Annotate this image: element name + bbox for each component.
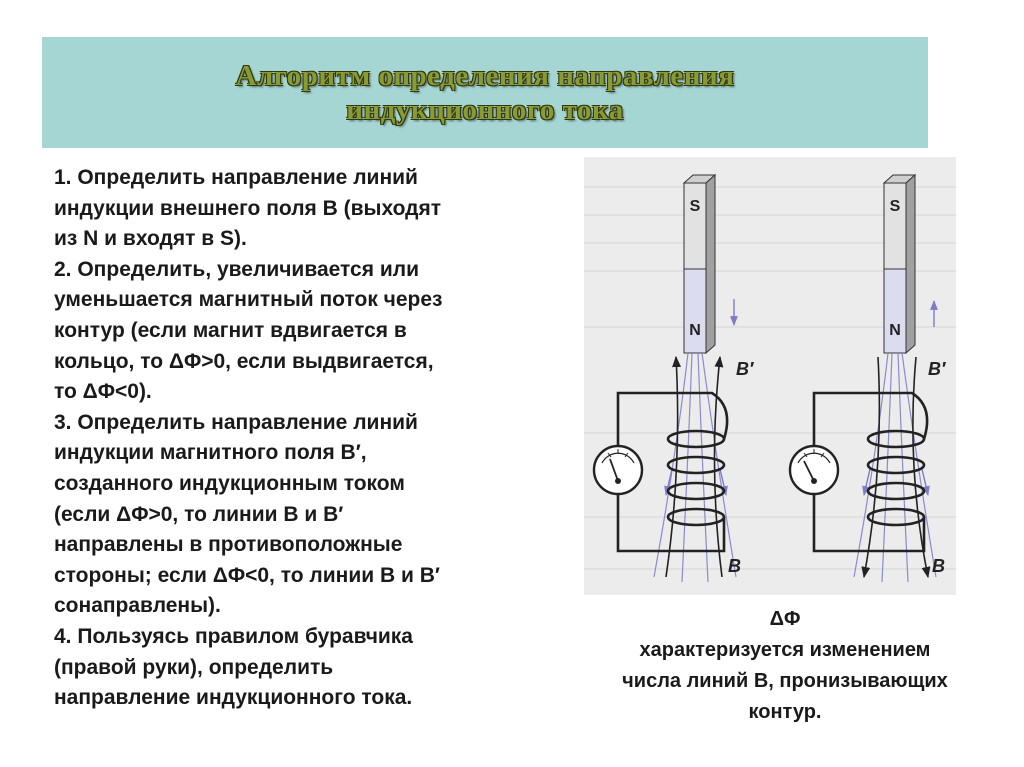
step-line: из N и входят в S). <box>54 227 247 251</box>
left-diagram: S N <box>592 173 754 583</box>
step-line: индукции внешнего поля B (выходят <box>54 196 442 220</box>
step-line: 1. Определить направление линий <box>54 166 418 189</box>
step-line: кольцо, то ΔΦ>0, если выдвигается, <box>54 349 434 373</box>
step-line: направление индукционного тока. <box>54 686 413 710</box>
left-label-b-prime: B′ <box>736 359 754 379</box>
title-line-2: индукционного тока <box>346 93 624 126</box>
right-label-b: B <box>932 556 945 576</box>
left-galvanometer <box>592 444 644 496</box>
induction-figure-svg: S N <box>584 173 956 583</box>
step-line: уменьшается магнитный поток через <box>54 288 443 312</box>
right-galvanometer <box>788 444 840 496</box>
right-diagram: S N <box>788 173 946 583</box>
step-line: 3. Определить направление линий <box>54 410 418 434</box>
step-line: то ΔΦ<0). <box>54 380 152 404</box>
right-label-b-prime: B′ <box>928 359 946 379</box>
step-line: индукции магнитного поля B′, <box>54 441 367 465</box>
step-line: 4. Пользуясь правилом буравчика <box>54 624 413 648</box>
caption-line: характеризуется изменением <box>639 639 931 661</box>
caption-line: контур. <box>748 701 822 723</box>
step-line: контур (если магнит вдвигается в <box>54 318 407 342</box>
right-pole-n: N <box>889 322 901 339</box>
background-texture <box>584 186 956 570</box>
algorithm-steps: 1. Определить направление линий индукции… <box>54 163 574 714</box>
caption-line: ΔΦ <box>769 608 801 630</box>
right-pole-s: S <box>890 198 901 215</box>
step-line: (если ΔΦ>0, то линии B и B′ <box>54 502 344 526</box>
right-magnet <box>882 173 917 355</box>
title-banner: Алгоритм определения направления индукци… <box>42 37 928 148</box>
left-magnet <box>682 173 717 355</box>
step-line: направлены в противоположные <box>54 533 403 557</box>
step-line: 2. Определить, увеличивается или <box>54 257 419 281</box>
caption-line: числа линий B, пронизывающих <box>622 670 948 692</box>
step-line: стороны; если ΔΦ<0, то линии B и B′ <box>54 563 440 587</box>
right-coil <box>812 391 929 553</box>
figure-caption: ΔΦ характеризуется изменением числа лини… <box>560 604 1010 728</box>
left-label-b: B <box>728 556 741 576</box>
induction-figure: S N <box>584 157 956 595</box>
step-line: созданного индукционным током <box>54 471 405 495</box>
step-line: (правой руки), определить <box>54 655 334 679</box>
right-field-arrows <box>862 300 938 496</box>
title-line-1: Алгоритм определения направления <box>235 59 735 92</box>
left-coil <box>616 391 729 553</box>
left-induced-lines <box>665 355 724 578</box>
left-pole-s: S <box>690 198 701 215</box>
left-pole-n: N <box>689 322 701 339</box>
step-line: сонаправлены). <box>54 594 221 618</box>
